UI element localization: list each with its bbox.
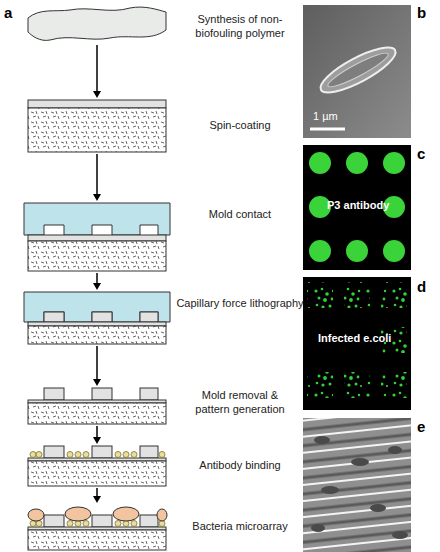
process-step: Spin-coating [28, 100, 166, 152]
process-step: Capillary force lithography [28, 292, 166, 344]
image-label: P3 antibody [327, 199, 389, 212]
step-label: Spin-coating [165, 118, 315, 132]
spin-coated-layer [28, 100, 166, 152]
process-step: Synthesis of non-biofouling polymer [28, 5, 166, 43]
step-label: Bacteria microarray [165, 519, 315, 533]
polymer-pattern [28, 388, 166, 424]
step-label: Mold contact [165, 207, 315, 221]
sem-image [303, 5, 411, 138]
panel-letter: b [417, 4, 426, 21]
step-label: Capillary force lithography [158, 296, 323, 310]
step-label: Mold removal & pattern generation [190, 388, 290, 416]
image-label: Infected e.coli [318, 332, 391, 345]
panel-letter: d [417, 278, 426, 295]
bacteria-array [28, 507, 167, 550]
bacteria-fluorescence [303, 277, 411, 410]
step-label: Synthesis of non-biofouling polymer [180, 12, 300, 40]
process-step: Mold contact [28, 203, 166, 271]
flow-arrow [93, 273, 101, 290]
flow-arrow [93, 346, 101, 386]
process-step: Mold removal & pattern generation [28, 388, 166, 424]
antibody-layer [28, 446, 166, 486]
process-step: Bacteria microarray [28, 505, 166, 550]
flow-arrow [93, 45, 101, 98]
panel-letter: c [417, 145, 425, 162]
mold-contact [24, 203, 170, 271]
process-step: Antibody binding [28, 446, 166, 486]
panel-letter: a [4, 4, 12, 21]
capillary-lithography [24, 292, 170, 344]
flow-arrow [93, 488, 101, 503]
sem-line-array [303, 418, 411, 552]
flow-arrow [93, 426, 101, 444]
flow-arrow [93, 154, 101, 201]
image-label: 1 µm [313, 110, 338, 123]
step-label: Antibody binding [165, 458, 315, 472]
fluorescence-dots [303, 145, 411, 270]
polymer-blob [28, 7, 166, 40]
panel-letter: e [417, 418, 425, 435]
